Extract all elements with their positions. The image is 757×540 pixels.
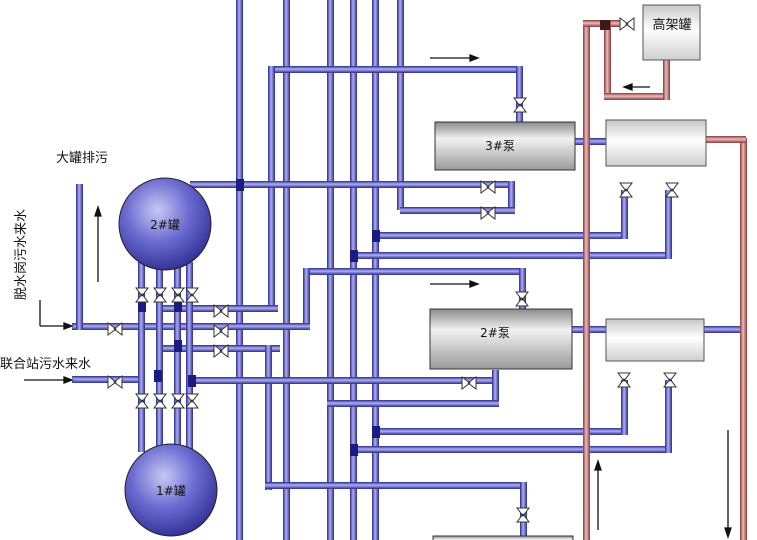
red-pipe-network bbox=[583, 20, 747, 540]
tank-2-label: 2#罐 bbox=[150, 218, 180, 232]
big-tank-drain-label: 大罐排污 bbox=[56, 151, 108, 166]
joint-station-inflow-label: 联合站污水来水 bbox=[0, 357, 91, 372]
pipe-joint-markers bbox=[138, 20, 610, 456]
pump-2-label: 2#泵 bbox=[480, 326, 510, 340]
pump-1-partial bbox=[432, 535, 574, 540]
pump-3-label: 3#泵 bbox=[485, 139, 515, 153]
valves bbox=[107, 17, 679, 523]
tank-2: 2#罐 bbox=[118, 177, 212, 271]
high-tank: 高架罐 bbox=[642, 4, 701, 61]
tank-1: 1#罐 bbox=[124, 443, 218, 537]
separator-lower bbox=[605, 318, 705, 362]
pump-2: 2#泵 bbox=[429, 308, 573, 370]
high-tank-label: 高架罐 bbox=[652, 17, 691, 33]
dewater-inflow-label: 脱水岗污水来水 bbox=[14, 209, 29, 300]
separator-upper bbox=[605, 119, 707, 167]
tank-1-label: 1#罐 bbox=[156, 484, 186, 498]
flow-arrows bbox=[24, 54, 732, 540]
blue-pipe-network bbox=[72, 0, 744, 540]
pump-3: 3#泵 bbox=[434, 121, 576, 171]
